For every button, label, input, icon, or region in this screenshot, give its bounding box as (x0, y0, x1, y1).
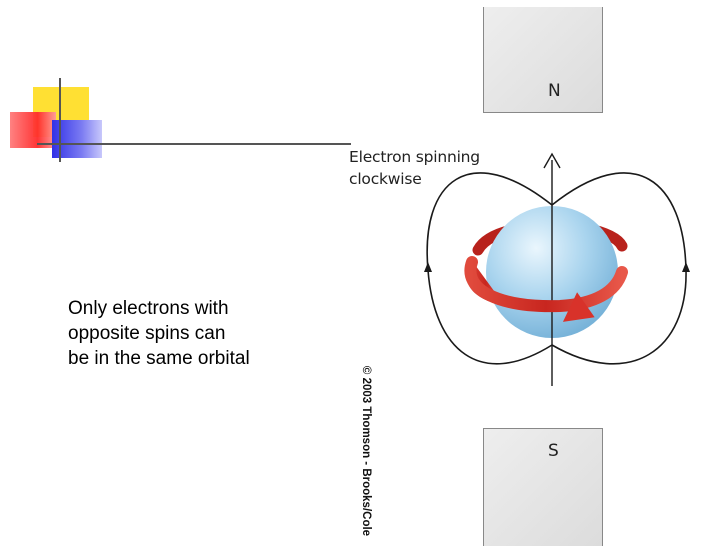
spin-label: Electron spinning clockwise (349, 146, 480, 190)
spin-label-line-1: Electron spinning (349, 146, 480, 168)
spin-label-line-2: clockwise (349, 168, 480, 190)
copyright-notice: © 2003 Thomson - Brooks/Cole (360, 366, 372, 536)
field-arrow-right (682, 262, 690, 272)
field-arrow-left (424, 262, 432, 272)
